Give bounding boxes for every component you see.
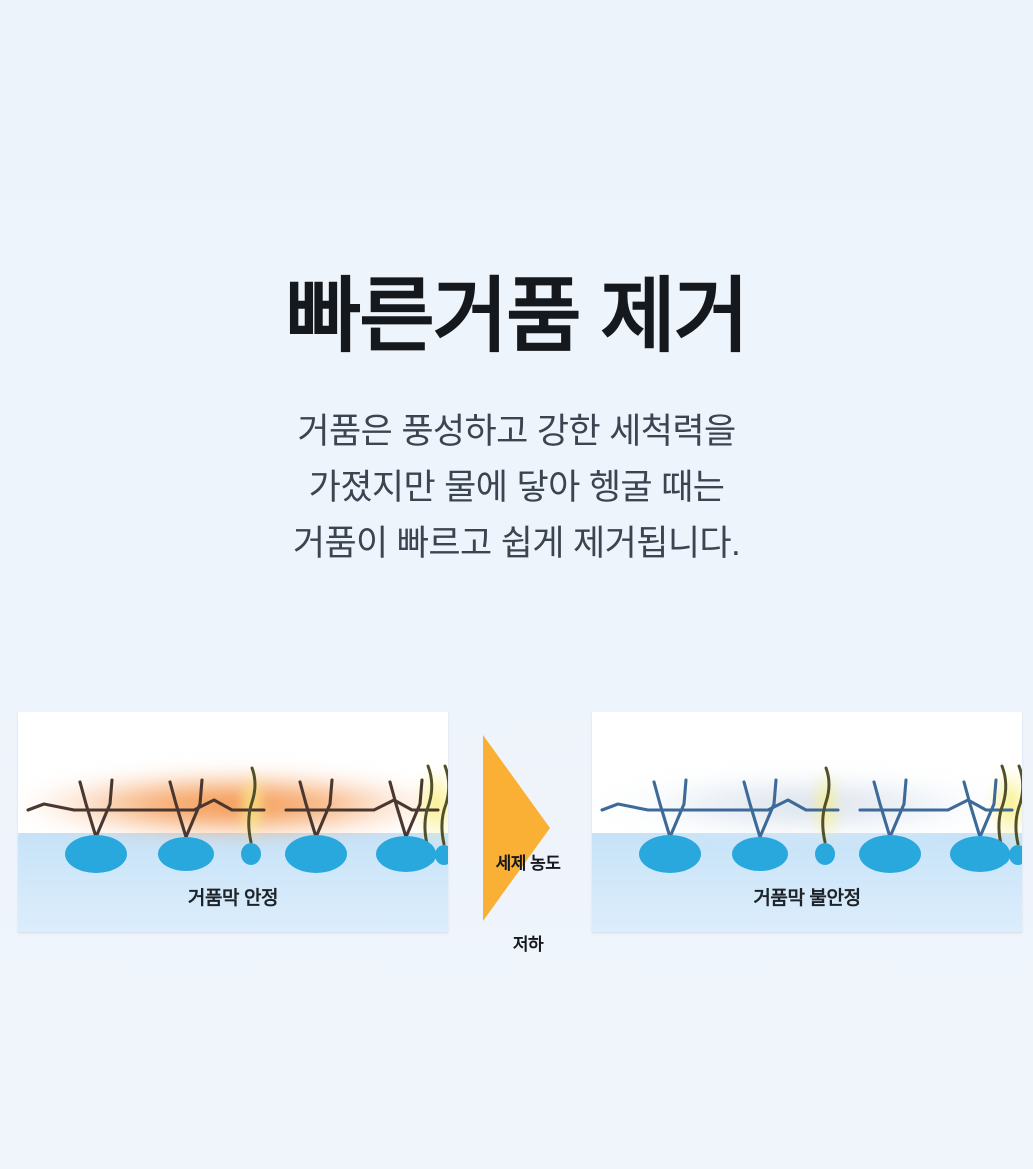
arrow-label: 세제 농도 저하 — [464, 796, 592, 1012]
arrow-label-line-1: 세제 농도 — [495, 854, 561, 873]
description-line-3: 거품이 빠르고 쉽게 제거됩니다. — [292, 524, 741, 563]
description-line-2: 가졌지만 물에 닿아 헹굴 때는 — [308, 468, 725, 507]
arrow-right-icon — [483, 735, 550, 921]
stable-foam-panel: 거품막 안정 — [18, 712, 448, 932]
stable-foam-label: 거품막 안정 — [187, 888, 279, 909]
foam-film-diagram: 거품막 안정 세제 농도 저하 — [0, 712, 1033, 954]
arrow-label-line-2: 저하 — [512, 935, 544, 954]
description-text: 거품은 풍성하고 강한 세척력을 가졌지만 물에 닿아 헹굴 때는 거품이 빠르… — [0, 404, 1033, 572]
page-title: 빠른거품 제거 — [285, 270, 749, 362]
surfactant-molecules-left — [26, 764, 448, 873]
description-line-1: 거품은 풍성하고 강한 세척력을 — [297, 412, 736, 451]
surfactant-molecules-right — [600, 764, 1022, 873]
surfactant-heads-right — [639, 835, 1022, 873]
unstable-foam-label: 거품막 불안정 — [753, 888, 861, 909]
surfactant-heads-left — [65, 835, 448, 873]
unstable-foam-panel: 거품막 불안정 — [592, 712, 1022, 932]
transition-arrow: 세제 농도 저하 — [470, 712, 590, 954]
